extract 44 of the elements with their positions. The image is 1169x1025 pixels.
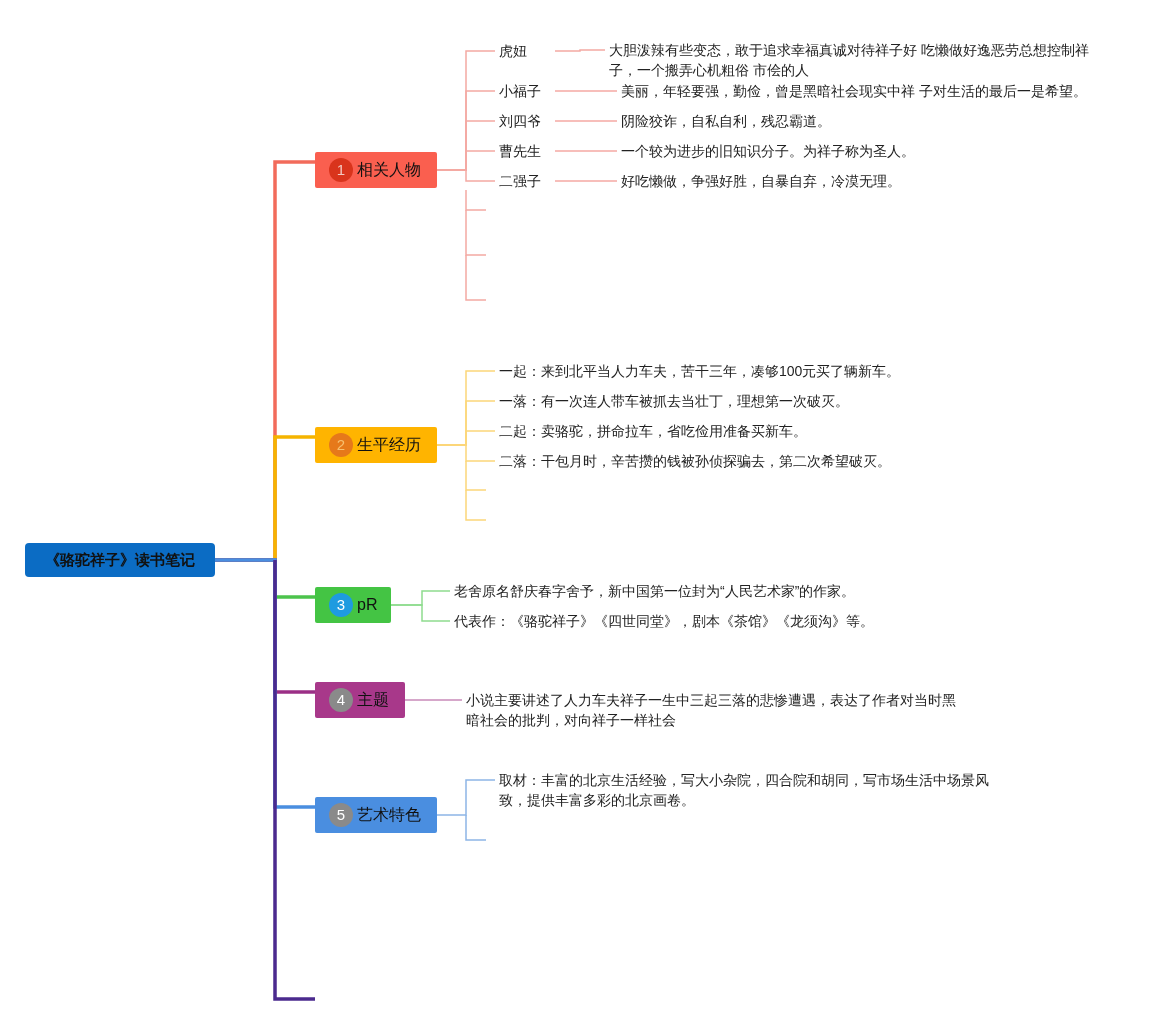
connector-line (554, 120, 618, 122)
connector-line (554, 90, 618, 92)
branch-text: 小福子 (495, 81, 545, 101)
topic-box (315, 152, 437, 188)
branch-text: 代表作：《骆驼祥子》《四世同堂》，剧本《茶馆》《龙须沟》等。 (450, 611, 878, 631)
root-box: 《骆驼祥子》读书笔记 (25, 543, 215, 577)
connector-line (436, 444, 496, 462)
topic-label: pR (357, 595, 378, 615)
branch-text: 好吃懒做，争强好胜，自暴自弃，冷漠无理。 (617, 171, 905, 191)
branch-text: 二强子 (495, 171, 545, 191)
topic-label: 生平经历 (357, 435, 421, 455)
branch-text: 一个较为进步的旧知识分子。为祥子称为圣人。 (617, 141, 919, 161)
branch-text: 小说主要讲述了人力车夫祥子一生中三起三落的悲惨遭遇，表达了作者对当时黑暗社会的批判，对向祥子一样社会 (462, 690, 962, 730)
number-badge: 4 (329, 688, 353, 712)
branch-text: 大胆泼辣有些变态，敢于追求幸福真诚对待祥子好 吃懒做好逸恶劳总想控制祥子，一个搬弄心机粗俗 市侩的人 (605, 40, 1120, 80)
topic-box (315, 682, 405, 718)
branch-text: 虎妞 (495, 41, 531, 61)
connector-line (404, 699, 463, 701)
connector-line (436, 169, 496, 182)
branch-text: 阴险狡诈，自私自利，残忍霸道。 (617, 111, 835, 131)
topic-label: 相关人物 (357, 160, 421, 180)
number-badge: 5 (329, 803, 353, 827)
connector-line (554, 49, 606, 52)
branch-text: 老舍原名舒庆春字舍予，新中国第一位封为“人民艺术家”的作家。 (450, 581, 860, 601)
number-badge: 1 (329, 158, 353, 182)
connector-line (554, 180, 618, 182)
connector-line (436, 779, 496, 816)
topic-label: 艺术特色 (357, 805, 421, 825)
branch-text: 一起：来到北平当人力车夫，苦干三年，凑够100元买了辆新车。 (495, 361, 905, 381)
connector-line (390, 604, 451, 622)
topic-box (315, 427, 437, 463)
number-badge: 2 (329, 433, 353, 457)
topic-label: 主题 (357, 690, 389, 710)
topic-box (315, 797, 437, 833)
branch-text: 刘四爷 (495, 111, 545, 131)
branch-text: 曹先生 (495, 141, 545, 161)
topic-box (315, 587, 391, 623)
branch-text: 二落：干包月时，辛苦攒的钱被孙侦探骗去，第二次希望破灭。 (495, 451, 895, 471)
branch-text: 取材：丰富的北京生活经验，写大小杂院，四合院和胡同，写市场生活中场景风致，提供丰富多彩的北京画卷。 (495, 770, 995, 810)
branch-text: 美丽，年轻要强，勤俭，曾是黑暗社会现实中祥 子对生活的最后一是希望。 (617, 81, 1091, 101)
number-badge: 3 (329, 593, 353, 617)
branch-text: 二起：卖骆驼，拼命拉车，省吃俭用准备买新车。 (495, 421, 811, 441)
branch-text: 一落：有一次连人带车被抓去当壮丁，理想第一次破灭。 (495, 391, 853, 411)
connector-line (554, 150, 618, 152)
